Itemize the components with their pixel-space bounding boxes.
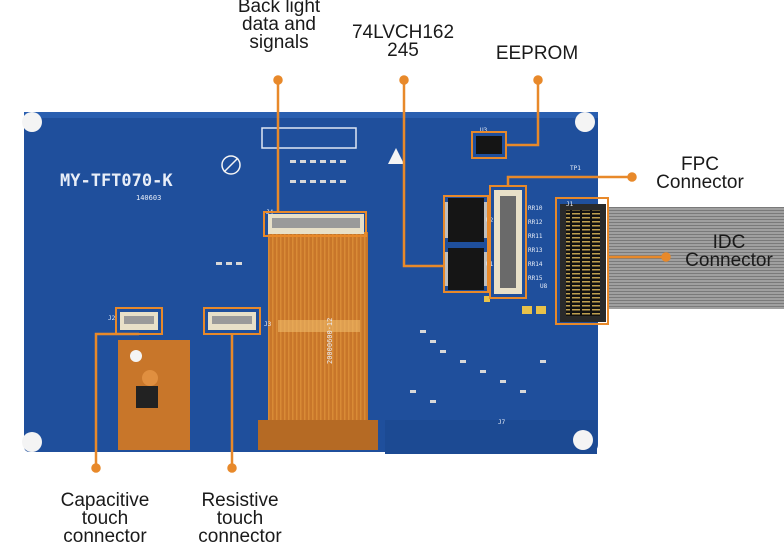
callout-buffer-line2: 245 [387, 40, 419, 61]
callout-eeprom-line1: EEPROM [495, 43, 579, 64]
ref-rr15: RR15 [528, 275, 543, 282]
pb-free-icon [221, 155, 241, 175]
ref-j1: J1 [566, 201, 574, 208]
touch-connectors [120, 312, 256, 330]
ref-j7: J7 [498, 419, 506, 426]
ref-rr10: RR10 [528, 205, 543, 212]
ref-rr13: RR13 [528, 247, 543, 254]
callout-idc: IDC Connector [676, 232, 782, 271]
flex-cable [258, 232, 378, 450]
callout-lines [91, 75, 671, 473]
callout-capacitive-line1: Capacitive [60, 490, 150, 511]
idc-header [560, 204, 606, 322]
callout-fpc-line2: Connector [656, 172, 744, 193]
flex-code: 20000600-12 [326, 318, 334, 364]
callout-capacitive: Capacitive touch connector [44, 490, 166, 547]
callout-backlight-line1: Back light [237, 0, 321, 17]
callout-buffer: 74LVCH162 245 [338, 22, 468, 61]
callout-backlight-line2: data and [242, 14, 316, 35]
callout-idc-line1: IDC [712, 232, 746, 253]
callout-resistive-line3: connector [198, 526, 282, 547]
callout-buffer-line1: 74LVCH162 [351, 22, 455, 43]
callout-fpc-line1: FPC [681, 154, 719, 175]
callout-capacitive-line3: connector [63, 526, 147, 547]
ref-rr14: RR14 [528, 261, 543, 268]
board-model: MY-TFT070-K [60, 171, 173, 191]
esd-warning-icon [388, 148, 404, 164]
ref-rr11: RR11 [528, 233, 543, 240]
capacitive-flex [118, 340, 190, 450]
ref-tp1: TP1 [570, 165, 581, 172]
callout-resistive-line1: Resistive [201, 490, 279, 511]
eeprom-chip [476, 136, 502, 154]
ref-rr12: RR12 [528, 219, 543, 226]
callout-resistive-line2: touch [216, 508, 264, 529]
ref-j3: J3 [264, 321, 272, 328]
smd-components [216, 160, 546, 403]
callout-eeprom: EEPROM [482, 43, 592, 64]
buffer-ics [444, 198, 488, 290]
mounting-pads [22, 112, 595, 452]
callout-capacitive-line2: touch [81, 508, 129, 529]
ref-u3: U3 [480, 127, 488, 134]
ref-u8: U8 [540, 283, 548, 290]
callout-idc-line2: Connector [685, 250, 773, 271]
capacitors [484, 296, 546, 314]
board-date-code: 140603 [136, 194, 161, 202]
callout-fpc: FPC Connector [642, 154, 758, 193]
callout-resistive: Resistive touch connector [184, 490, 296, 547]
callout-backlight-line3: signals [249, 32, 309, 53]
fpc-connector [494, 190, 522, 294]
callout-backlight: Back light data and signals [226, 0, 332, 52]
silkscreen-box [261, 127, 357, 149]
ref-j2: J2 [108, 315, 116, 322]
backlight-connector [268, 214, 364, 234]
